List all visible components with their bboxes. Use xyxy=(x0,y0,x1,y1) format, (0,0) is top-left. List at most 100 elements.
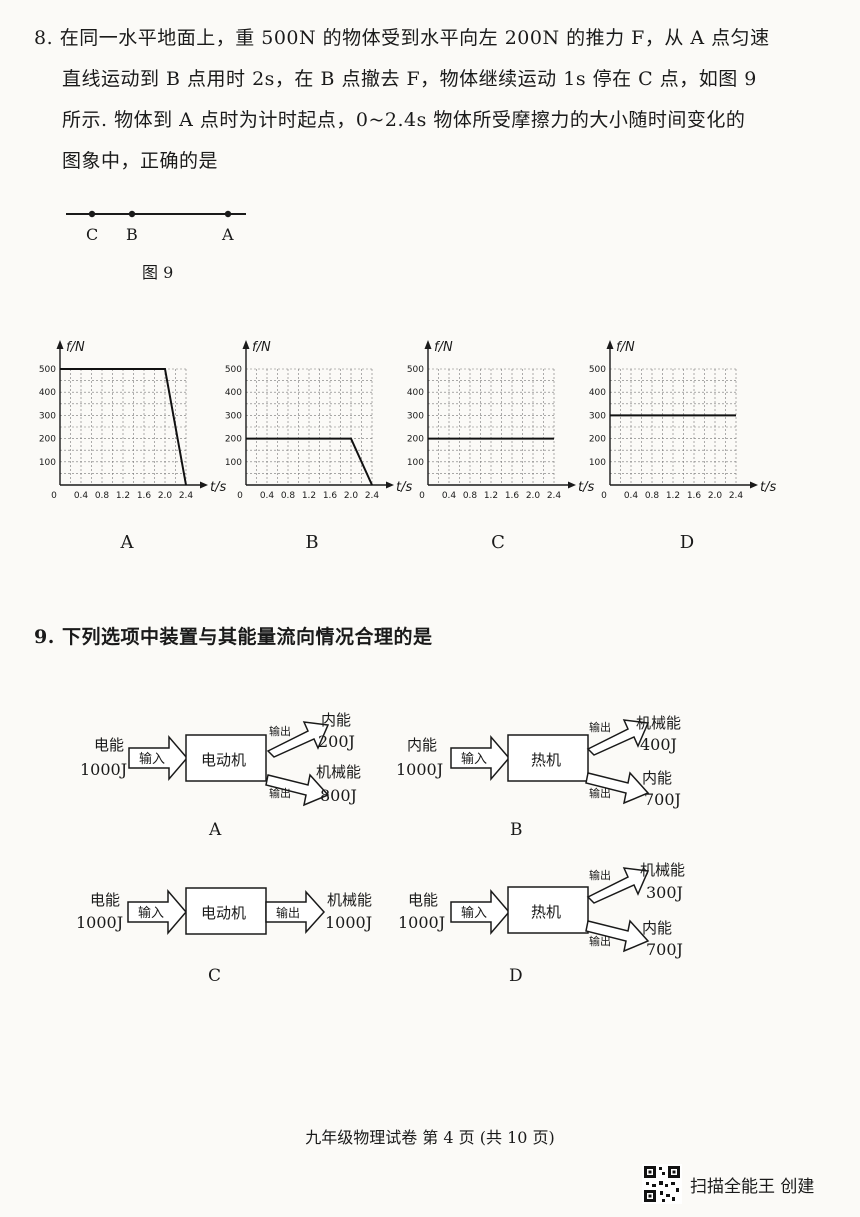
chart-b-x-tick: 0.8 xyxy=(281,491,296,501)
option-a-output-label-1: 输出 xyxy=(269,724,291,738)
option-d-out1-value: 300J xyxy=(646,883,683,902)
chart-b-x-tick: 1.2 xyxy=(302,491,316,501)
question-8-line-2: 直线运动到 B 点用时 2s，在 B 点撤去 F，物体继续运动 1s 停在 C … xyxy=(62,68,757,90)
option-d-out2: 内能 xyxy=(642,919,672,937)
chart-b-x-arrow xyxy=(386,481,394,489)
option-b-input-label: 输入 xyxy=(461,751,487,767)
option-a-out2: 机械能 xyxy=(316,763,361,781)
point-a-label: A xyxy=(221,225,234,244)
chart-a-x-tick: 0 xyxy=(51,491,57,501)
chart-b-y-tick: 500 xyxy=(225,365,242,375)
option-b-source: 内能 xyxy=(407,736,437,754)
question-9: 9. 下列选项中装置与其能量流向情况合理的是 xyxy=(34,617,432,658)
chart-b-option-label: B xyxy=(305,532,319,553)
option-b-source-value: 1000J xyxy=(396,760,443,779)
chart-c-x-tick: 0 xyxy=(419,491,425,501)
question-8-number: 8. xyxy=(34,27,54,49)
chart-b-y-tick: 200 xyxy=(225,435,242,445)
chart-b-x-tick: 2.4 xyxy=(365,491,380,501)
option-c-letter: C xyxy=(208,966,221,986)
chart-a-y-arrow xyxy=(56,340,64,349)
chart-c-x-tick: 0.4 xyxy=(442,491,457,501)
question-8: 8. 在同一水平地面上，重 500N 的物体受到水平向左 200N 的推力 F，… xyxy=(34,18,770,182)
chart-c-x-tick: 1.6 xyxy=(505,491,520,501)
chart-b-y-arrow xyxy=(242,340,250,349)
option-a-out1-value: 200J xyxy=(318,732,355,751)
option-d-letter: D xyxy=(509,966,523,986)
point-c-dot xyxy=(88,210,96,218)
question-8-line-4: 图象中，正确的是 xyxy=(62,150,219,172)
chart-c-y-tick: 200 xyxy=(407,435,424,445)
chart-a-y-tick: 500 xyxy=(39,365,56,375)
chart-a-y-label: f/N xyxy=(66,340,85,355)
question-8-line-3: 所示. 物体到 A 点时为计时起点，0~2.4s 物体所受摩擦力的大小随时间变化… xyxy=(62,109,746,131)
chart-a-y-tick: 300 xyxy=(39,411,56,421)
chart-d-y-tick: 100 xyxy=(589,458,606,468)
option-d-output-label-1: 输出 xyxy=(589,868,611,882)
chart-a-x-tick: 2.4 xyxy=(179,491,194,501)
chart-d-y-tick: 500 xyxy=(589,365,606,375)
chart-c-y-tick: 300 xyxy=(407,411,424,421)
option-c-source: 电能 xyxy=(90,891,120,909)
option-d-device-box xyxy=(507,886,589,934)
chart-c-y-arrow xyxy=(424,340,432,349)
chart-d-y-tick: 200 xyxy=(589,435,606,445)
option-c-source-value: 1000J xyxy=(76,913,123,932)
option-b-device-box xyxy=(507,734,589,782)
option-a-device-box xyxy=(185,734,267,782)
chart-c-x-arrow xyxy=(568,481,576,489)
chart-b-y-tick: 300 xyxy=(225,411,242,421)
chart-a-x-tick: 1.2 xyxy=(116,491,130,501)
option-b-output-label-2: 输出 xyxy=(589,786,611,800)
option-d-device: 热机 xyxy=(531,903,561,921)
energy-option-d: 电能 1000J 输入 热机 输出 机械能 300J 输出 内能 700J D xyxy=(398,861,685,986)
chart-d-x-tick: 1.2 xyxy=(666,491,680,501)
chart-b-x-tick: 0.4 xyxy=(260,491,275,501)
chart-a-y-tick: 400 xyxy=(39,388,56,398)
figure-9-diagram: C B A 图 9 xyxy=(66,210,246,282)
option-b-out1: 机械能 xyxy=(636,714,681,732)
chart-c-x-tick: 0.8 xyxy=(463,491,478,501)
option-c-device: 电动机 xyxy=(201,904,246,922)
chart-b-y-tick: 400 xyxy=(225,388,242,398)
chart-b-y-tick: 100 xyxy=(225,458,242,468)
chart-b-series-line xyxy=(246,437,373,486)
chart-d-x-tick: 0 xyxy=(601,491,607,501)
option-a-out2-value: 800J xyxy=(320,786,357,805)
scanner-watermark: 扫描全能王 创建 xyxy=(642,1162,852,1206)
chart-a-x-label: t/s xyxy=(210,480,226,495)
option-a-out1: 内能 xyxy=(321,711,351,729)
option-d-source-value: 1000J xyxy=(398,913,445,932)
question-9-number: 9. xyxy=(34,626,55,648)
option-b-out2-value: 700J xyxy=(644,790,681,809)
question-9-text: 下列选项中装置与其能量流向情况合理的是 xyxy=(61,626,433,648)
energy-option-a: 电能 1000J 输入 电动机 输出 内能 200J 输出 机械能 800J A xyxy=(80,711,361,840)
option-d-out2-value: 700J xyxy=(646,940,683,959)
energy-option-c: 电能 1000J 输入 电动机 输出 机械能 1000J C xyxy=(76,887,372,986)
chart-b-y-label: f/N xyxy=(252,340,271,355)
option-d-input-label: 输入 xyxy=(461,905,487,921)
chart-b-x-tick: 0 xyxy=(237,491,243,501)
chart-c-y-tick: 100 xyxy=(407,458,424,468)
chart-d-x-tick: 0.4 xyxy=(624,491,639,501)
chart-d-x-tick: 2.0 xyxy=(708,491,723,501)
option-b-output-label-1: 输出 xyxy=(589,720,611,734)
chart-c-x-tick: 1.2 xyxy=(484,491,498,501)
option-a-source-value: 1000J xyxy=(80,760,127,779)
option-a-output-label-2: 输出 xyxy=(269,786,291,800)
chart-a-option-label: A xyxy=(120,532,134,553)
chart-d-option-label: D xyxy=(679,532,695,553)
chart-a-series-line xyxy=(60,368,187,486)
chart-c-y-label: f/N xyxy=(434,340,453,355)
option-c-out1-value: 1000J xyxy=(325,913,372,932)
chart-c-y-tick: 500 xyxy=(407,365,424,375)
chart-a-x-tick: 0.8 xyxy=(95,491,110,501)
chart-a-x-arrow xyxy=(200,481,208,489)
option-b-letter: B xyxy=(510,820,523,840)
